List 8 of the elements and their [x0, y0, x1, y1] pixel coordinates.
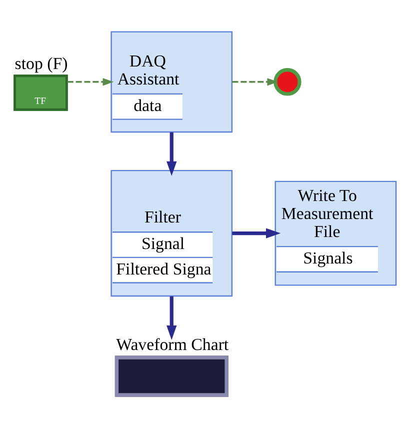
node-label: stop (F): [14, 53, 68, 72]
arrow: [232, 78, 278, 86]
arrow: [232, 228, 281, 238]
node-label: Waveform Chart: [116, 334, 229, 354]
arrow: [166, 132, 177, 176]
arrow: [67, 78, 114, 86]
arrow: [166, 296, 177, 340]
node-circle: [274, 68, 302, 96]
